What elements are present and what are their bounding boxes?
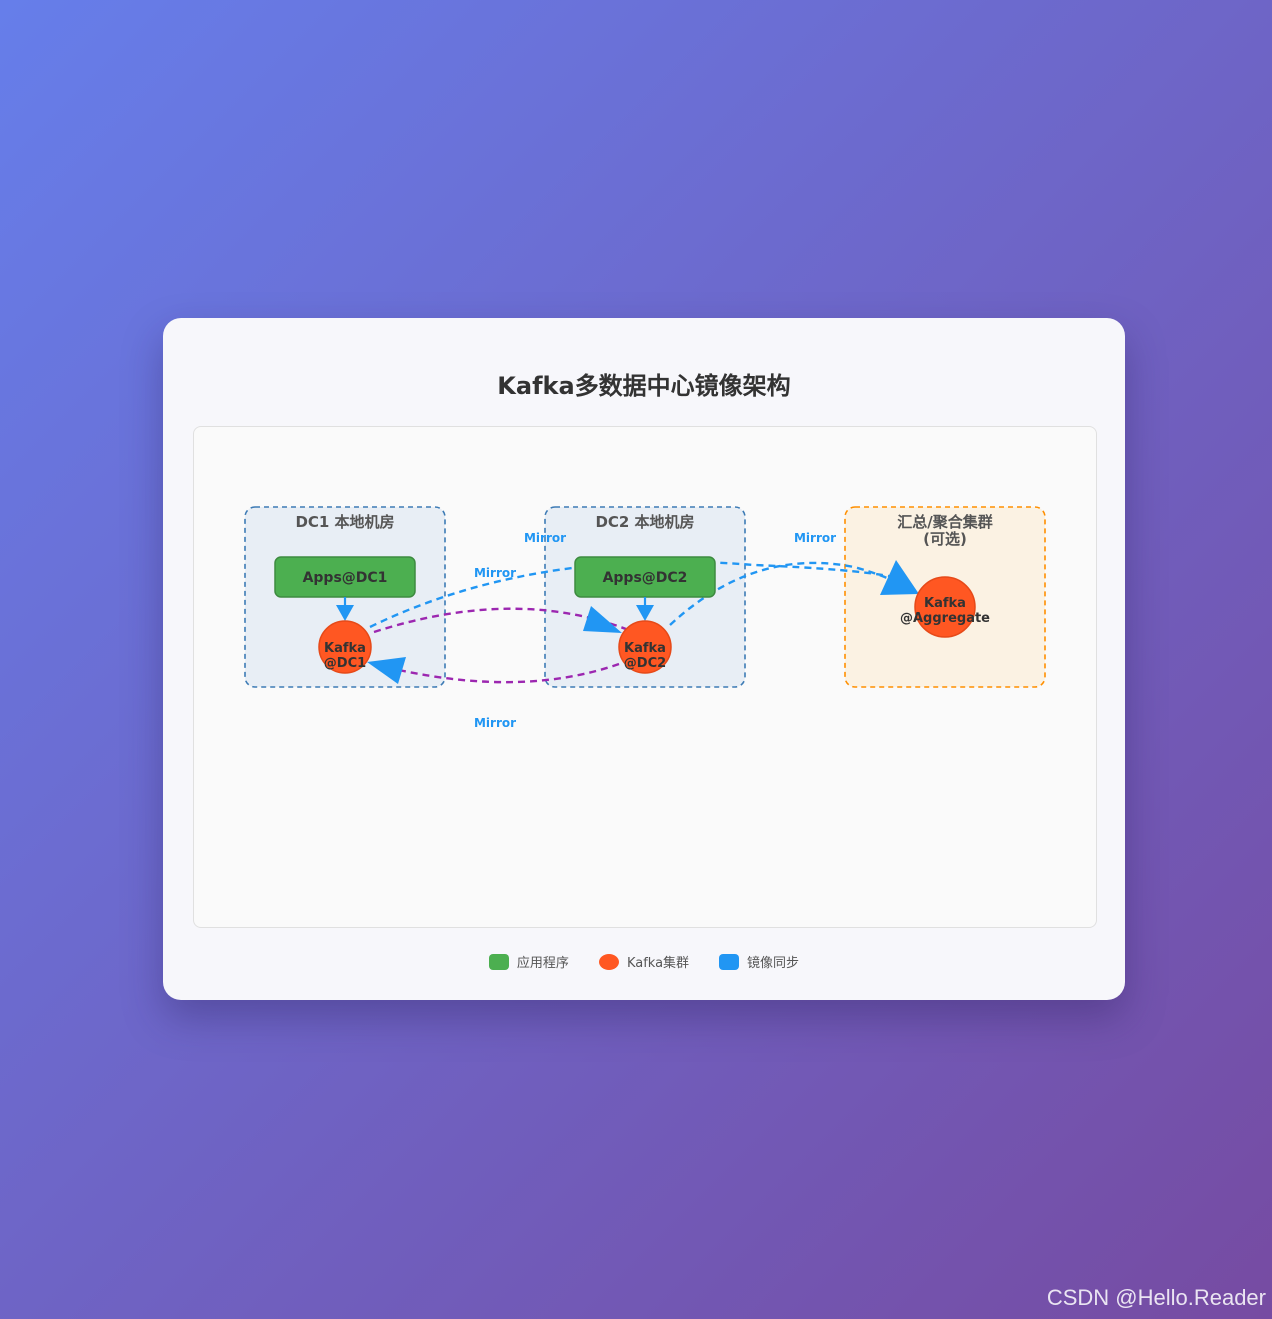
apps-dc1-label: Apps@DC1 bbox=[303, 570, 388, 586]
watermark: CSDN @Hello.Reader bbox=[1046, 1285, 1266, 1310]
apps-dc2-label: Apps@DC2 bbox=[603, 570, 688, 586]
app-to-kafka-dc2-arrowhead bbox=[636, 605, 654, 621]
diagram-card: Kafka多数据中心镜像架构 DC1 本地机房 DC2 本地机房 汇总/聚合 bbox=[163, 318, 1125, 1000]
dc1-label: DC1 本地机房 bbox=[295, 513, 394, 531]
mirror-edge-dc2-to-dc1 bbox=[398, 662, 620, 684]
legend-item-app: 应用程序 bbox=[488, 952, 569, 971]
mirror-arrowhead-dc1-to-dc2 bbox=[583, 606, 622, 633]
legend-swatch-app bbox=[488, 953, 509, 970]
legend-swatch-mirror bbox=[719, 953, 740, 970]
mirror-label-dc2-to-dc1: Mirror bbox=[474, 716, 516, 730]
mirror-arrowhead-to-agg bbox=[880, 560, 919, 595]
architecture-diagram: DC1 本地机房 DC2 本地机房 汇总/聚合集群 (可选) bbox=[244, 506, 1046, 730]
legend-label-kafka: Kafka集群 bbox=[626, 956, 690, 971]
kafka-dc1-node: Kafka @DC1 bbox=[318, 620, 372, 674]
legend: 应用程序 Kafka集群 镜像同步 bbox=[163, 952, 1125, 971]
kafka-dc2-line2: @DC2 bbox=[624, 656, 666, 671]
legend-swatch-kafka bbox=[598, 953, 619, 970]
legend-item-mirror: 镜像同步 bbox=[719, 952, 799, 971]
aggregate-label-line1: 汇总/聚合集群 bbox=[897, 513, 992, 531]
legend-item-kafka: Kafka集群 bbox=[598, 952, 690, 971]
apps-dc1-node: Apps@DC1 bbox=[274, 556, 416, 598]
page-title: Kafka多数据中心镜像架构 bbox=[497, 372, 791, 400]
kafka-aggregate-node: Kafka @Aggregate bbox=[900, 576, 990, 638]
diagram-canvas: DC1 本地机房 DC2 本地机房 汇总/聚合集群 (可选) bbox=[193, 426, 1097, 928]
legend-label-mirror: 镜像同步 bbox=[747, 956, 800, 971]
dc2-label: DC2 本地机房 bbox=[595, 513, 694, 531]
legend-label-app: 应用程序 bbox=[516, 956, 569, 971]
mirror-label-dc1-to-dc2: Mirror bbox=[474, 566, 516, 580]
mirror-arrowhead-dc2-to-dc1 bbox=[367, 657, 406, 684]
app-to-kafka-dc1-arrowhead bbox=[336, 605, 354, 621]
kafka-aggregate-line2: @Aggregate bbox=[900, 611, 990, 626]
apps-dc2-node: Apps@DC2 bbox=[574, 556, 716, 598]
kafka-dc1-line2: @DC1 bbox=[324, 656, 366, 671]
kafka-dc2-node: Kafka @DC2 bbox=[618, 620, 672, 674]
kafka-dc1-line1: Kafka bbox=[324, 641, 366, 656]
kafka-aggregate-line1: Kafka bbox=[924, 596, 966, 611]
aggregate-label-line2: (可选) bbox=[923, 530, 967, 548]
mirror-edge-dc1-to-dc2 bbox=[373, 607, 627, 634]
mirror-label-dc1-to-agg: Mirror bbox=[524, 531, 566, 545]
mirror-label-dc2-to-agg: Mirror bbox=[794, 531, 836, 545]
kafka-dc2-line1: Kafka bbox=[624, 641, 666, 656]
